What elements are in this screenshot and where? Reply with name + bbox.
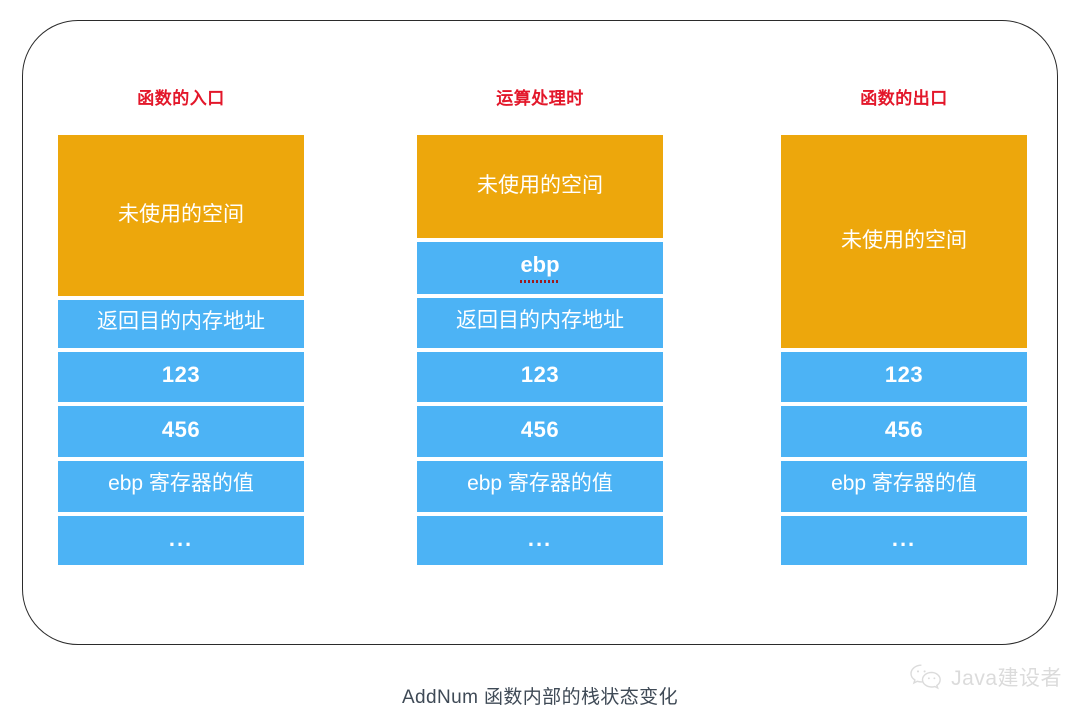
stack-cell-label: 456 (884, 416, 924, 442)
stack-cell-used: 123 (58, 348, 304, 402)
stack-cell-used: ebp 寄存器的值 (417, 457, 663, 512)
stack-cell-label: 456 (520, 416, 560, 442)
stack-cell-label: ... (168, 525, 194, 551)
stack-cell-label: 返回目的内存地址 (456, 308, 624, 332)
stack-cell-used: 456 (417, 402, 663, 457)
stack-cell-used: ... (58, 512, 304, 565)
stack-cell-used: 123 (417, 348, 663, 402)
stack-cell-label: 未使用的空间 (841, 229, 967, 253)
stack-cell-used: ... (781, 512, 1027, 565)
stack-cell-label: ebp (520, 251, 560, 283)
stack-cells: 未使用的空间 123 456 ebp 寄存器的值... (781, 135, 1027, 565)
stack-cell-used: ... (417, 512, 663, 565)
stack-cell-label: ebp 寄存器的值 (467, 472, 613, 496)
watermark-label: Java建设者 (951, 667, 1062, 690)
stack-cell-label: ... (527, 525, 553, 551)
stack-cell-label: 未使用的空间 (118, 203, 244, 227)
stack-cell-used: 返回目的内存地址 (58, 296, 304, 348)
column-title: 运算处理时 (496, 89, 584, 108)
stack-cell-used: ebp 寄存器的值 (781, 457, 1027, 512)
stack-cell-label: 返回目的内存地址 (97, 309, 265, 333)
stack-cell-label: 456 (161, 416, 201, 442)
stack-cell-used: 123 (781, 348, 1027, 402)
column-title: 函数的入口 (137, 89, 225, 108)
stack-cell-label: ebp 寄存器的值 (831, 472, 977, 496)
stack-cell-label: ebp 寄存器的值 (108, 472, 254, 496)
stack-cell-label: 123 (520, 362, 560, 388)
stack-cell-used: 456 (781, 402, 1027, 457)
stack-cell-label: 未使用的空间 (477, 174, 603, 198)
watermark: Java建设者 (909, 662, 1062, 692)
stack-cell-unused: 未使用的空间 (58, 135, 304, 296)
diagram-caption: AddNum 函数内部的栈状态变化 (401, 687, 678, 708)
stack-cell-unused: 未使用的空间 (781, 135, 1027, 348)
stack-cells: 未使用的空间返回目的内存地址 123 456 ebp 寄存器的值... (58, 135, 304, 565)
stack-cells: 未使用的空间 ebp 返回目的内存地址 123 456 ebp 寄存器的值... (417, 135, 663, 565)
stack-cell-used: ebp 寄存器的值 (58, 457, 304, 512)
column-title: 函数的出口 (860, 89, 948, 108)
stack-cell-label: ... (891, 525, 917, 551)
stack-cell-label: 123 (884, 362, 924, 388)
stack-cell-unused: 未使用的空间 (417, 135, 663, 238)
stack-cell-used: 返回目的内存地址 (417, 294, 663, 348)
stack-cell-used: ebp (417, 238, 663, 294)
wechat-icon (909, 663, 943, 691)
stack-cell-label: 123 (161, 362, 201, 388)
stack-cell-used: 456 (58, 402, 304, 457)
